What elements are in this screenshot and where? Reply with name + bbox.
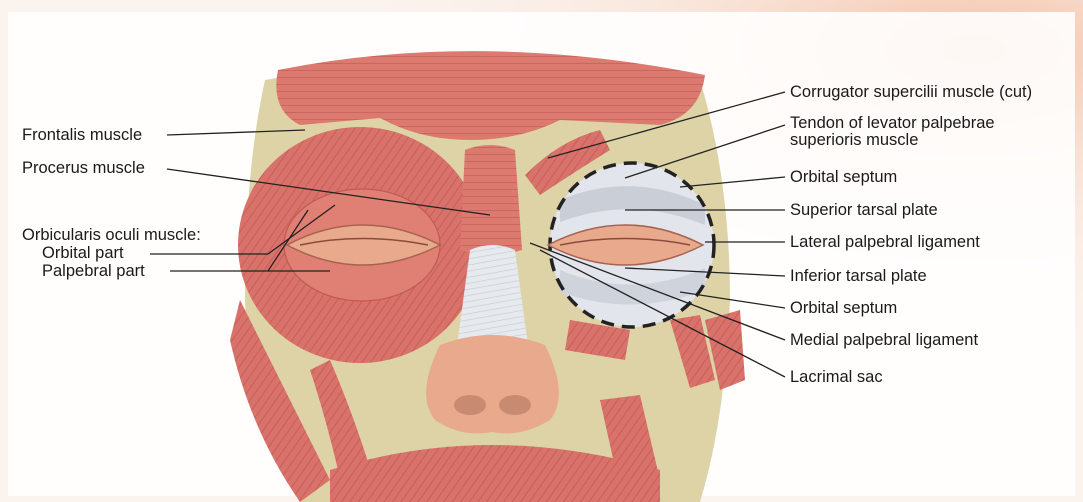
procerus-muscle xyxy=(460,145,522,255)
label-levator-tendon-line1: Tendon of levator palpebrae xyxy=(790,115,995,132)
label-medial-palpebral-ligament: Medial palpebral ligament xyxy=(790,331,978,349)
label-procerus-muscle: Procerus muscle xyxy=(22,159,145,177)
label-palpebral-part: Palpebral part xyxy=(42,262,145,280)
label-inferior-tarsal-plate: Inferior tarsal plate xyxy=(790,267,927,285)
label-orbital-part: Orbital part xyxy=(42,244,124,262)
label-orbital-septum-upper: Orbital septum xyxy=(790,168,897,186)
label-superior-tarsal-plate: Superior tarsal plate xyxy=(790,201,938,219)
label-corrugator-supercilii: Corrugator supercilii muscle (cut) xyxy=(790,83,1032,101)
label-levator-tendon-line2: superioris muscle xyxy=(790,132,918,149)
label-orbicularis-oculi: Orbicularis oculi muscle: xyxy=(22,226,201,244)
label-frontalis-muscle: Frontalis muscle xyxy=(22,126,142,144)
nose xyxy=(426,335,559,434)
label-lateral-palpebral-ligament: Lateral palpebral ligament xyxy=(790,233,980,251)
label-lacrimal-sac: Lacrimal sac xyxy=(790,368,883,386)
label-orbital-septum-lower: Orbital septum xyxy=(790,299,897,317)
